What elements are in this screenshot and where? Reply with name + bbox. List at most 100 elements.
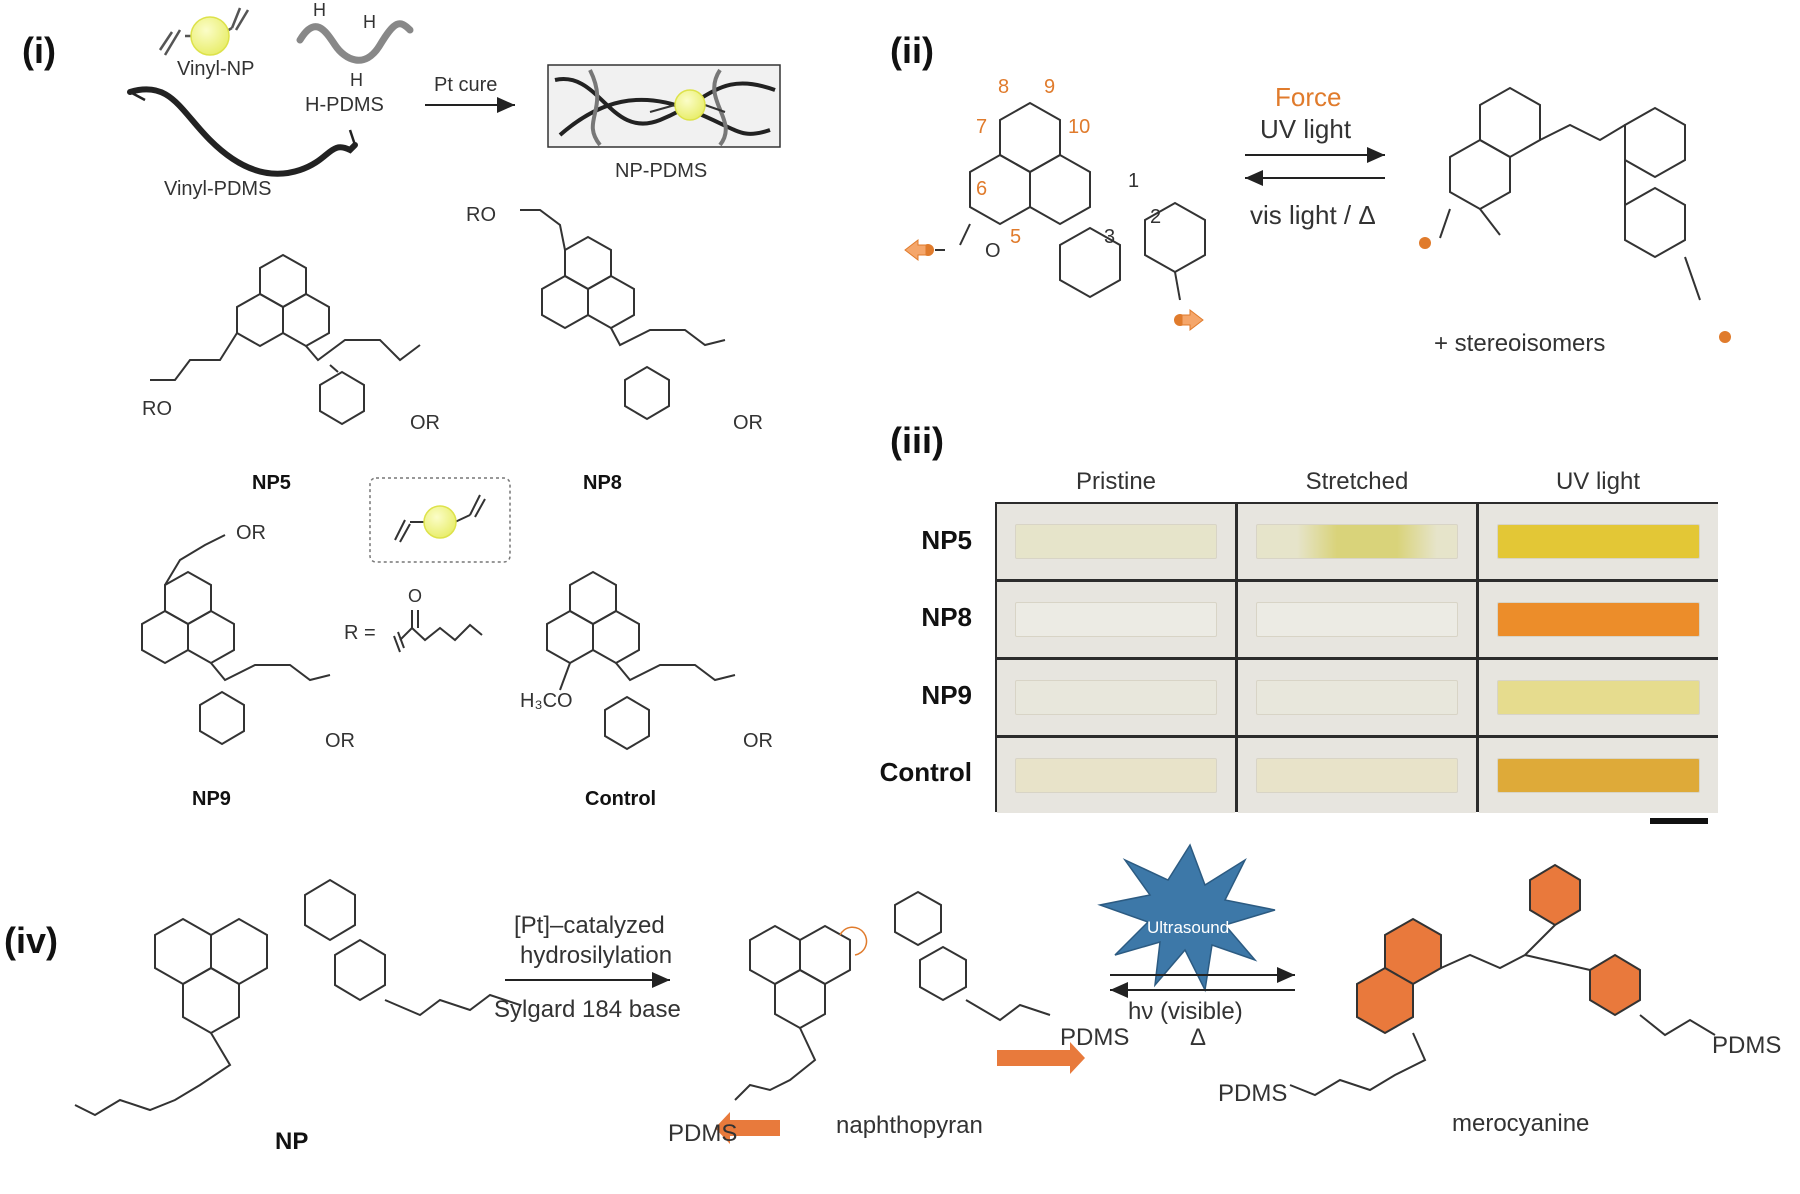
- np-pdms-network: [547, 64, 781, 148]
- photo-cell: [997, 660, 1235, 735]
- pdms-strip: [1497, 680, 1700, 715]
- pdms-label-mid: PDMS: [1060, 1024, 1130, 1051]
- naphthopyran-label: naphthopyran: [836, 1112, 983, 1139]
- atom-number-2: 2: [1150, 206, 1162, 228]
- photo-cell: [1238, 660, 1476, 735]
- photo-cell: [1479, 582, 1718, 657]
- force-label: Force: [1275, 82, 1342, 112]
- np5-ro-label: RO: [142, 398, 172, 420]
- scale-bar: [1650, 818, 1708, 824]
- ii-ring-oxygen-label: O: [985, 240, 1001, 262]
- np8-or-label: OR: [733, 412, 763, 434]
- stereoisomers-label: + stereoisomers: [1434, 330, 1606, 357]
- heat-label: Δ: [1190, 1024, 1207, 1051]
- atom-number-10: 10: [1068, 116, 1091, 138]
- h-pdms-label: H-PDMS: [305, 94, 384, 116]
- merocyanine-structure: [1439, 86, 1701, 301]
- vinyl-pdms-chain: [127, 86, 358, 177]
- r-carbonyl-o-label: O: [408, 586, 423, 606]
- methoxy-label: H₃CO: [520, 690, 573, 712]
- visible-light-label: hν (visible): [1128, 998, 1243, 1025]
- r-group-structure: [393, 610, 483, 653]
- r-definition-label: R =: [344, 622, 376, 644]
- merocyanine-iv-structure: [1289, 863, 1716, 1097]
- step1-line1: [Pt]–catalyzed: [514, 912, 665, 939]
- h-atom-label-2: H: [363, 12, 376, 32]
- step1-line2: hydrosilylation: [520, 942, 673, 969]
- pdms-strip: [1497, 602, 1700, 637]
- atom-number-5: 5: [1010, 226, 1022, 248]
- panel-label-iv: (iv): [4, 920, 58, 961]
- pdms-strip: [1015, 524, 1217, 559]
- photo-grid: [995, 502, 1718, 813]
- row-head-np8: NP8: [921, 602, 972, 632]
- np-structure-iv: [74, 878, 521, 1117]
- col-head-pristine: Pristine: [1075, 468, 1157, 495]
- atom-number-1: 1: [1128, 170, 1140, 192]
- np5-structure: [150, 253, 421, 426]
- np-core-structure: [935, 101, 1206, 301]
- ultrasound-starburst-icon: [1097, 843, 1276, 993]
- pdms-strip: [1497, 758, 1700, 793]
- np9-or-label: OR: [325, 730, 355, 752]
- np8-label: NP8: [583, 472, 622, 494]
- atom-number-9: 9: [1044, 76, 1056, 98]
- pdms-strip: [1256, 524, 1458, 559]
- step1-line3: Sylgard 184 base: [494, 996, 681, 1023]
- vinyl-np-label: Vinyl-NP: [177, 58, 255, 80]
- pt-cure-label: Pt cure: [434, 74, 498, 96]
- panel-label-i: (i): [22, 30, 56, 71]
- atom-number-3: 3: [1104, 226, 1116, 248]
- np5-or-label: OR: [410, 412, 440, 434]
- np8-structure: [520, 209, 726, 421]
- control-or-label: OR: [743, 730, 773, 752]
- row-head-control: Control: [879, 757, 972, 787]
- np9-label: NP9: [192, 788, 231, 810]
- orange-force-arrow-right-icon: [997, 1042, 1085, 1074]
- h-atom-label-3: H: [350, 70, 363, 90]
- force-arrow-left-icon: [904, 238, 934, 262]
- pdms-strip: [1015, 602, 1217, 637]
- photo-cell: [997, 738, 1235, 813]
- merocyanine-label: merocyanine: [1452, 1110, 1590, 1137]
- np-pdms-label: NP-PDMS: [615, 160, 708, 182]
- pdms-strip: [1497, 524, 1700, 559]
- np9-or-top-label: OR: [236, 522, 266, 544]
- atom-number-8: 8: [998, 76, 1010, 98]
- np5-label: NP5: [252, 472, 291, 494]
- pdms-strip: [1256, 758, 1458, 793]
- photo-cell: [1238, 504, 1476, 579]
- yellow-np-ball: [190, 16, 230, 56]
- photo-cell: [1238, 582, 1476, 657]
- atom-number-7: 7: [976, 116, 988, 138]
- vinyl-pdms-label: Vinyl-PDMS: [164, 178, 272, 200]
- atom-number-6: 6: [976, 178, 988, 200]
- photo-cell: [1479, 660, 1718, 735]
- orange-force-arrow-left-icon: [715, 1112, 780, 1144]
- pdms-strip: [1256, 602, 1458, 637]
- pdms-label-left: PDMS: [668, 1120, 738, 1147]
- row-head-np5: NP5: [921, 525, 972, 555]
- naphthopyran-structure: [734, 890, 1051, 1101]
- pdms-strip: [1015, 758, 1217, 793]
- photo-cell: [1479, 504, 1718, 579]
- panel-label-ii: (ii): [890, 30, 934, 71]
- pdms-label-product-right: PDMS: [1712, 1032, 1782, 1059]
- uv-light-label: UV light: [1260, 114, 1352, 144]
- photo-cell: [1238, 738, 1476, 813]
- np9-structure: [141, 534, 331, 746]
- photo-cell: [997, 504, 1235, 579]
- control-structure: [546, 570, 736, 751]
- pdms-strip: [1256, 680, 1458, 715]
- vis-light-label: vis light / Δ: [1250, 200, 1376, 230]
- np8-ro-label: RO: [466, 204, 496, 226]
- col-head-uv: UV light: [1555, 468, 1641, 495]
- row-head-np9: NP9: [921, 680, 972, 710]
- pdms-label-product-left: PDMS: [1218, 1080, 1288, 1107]
- photo-cell: [1479, 738, 1718, 813]
- col-head-stretched: Stretched: [1305, 468, 1409, 495]
- pdms-strip: [1015, 680, 1217, 715]
- h-atom-label-1: H: [313, 0, 326, 20]
- control-label: Control: [585, 788, 657, 810]
